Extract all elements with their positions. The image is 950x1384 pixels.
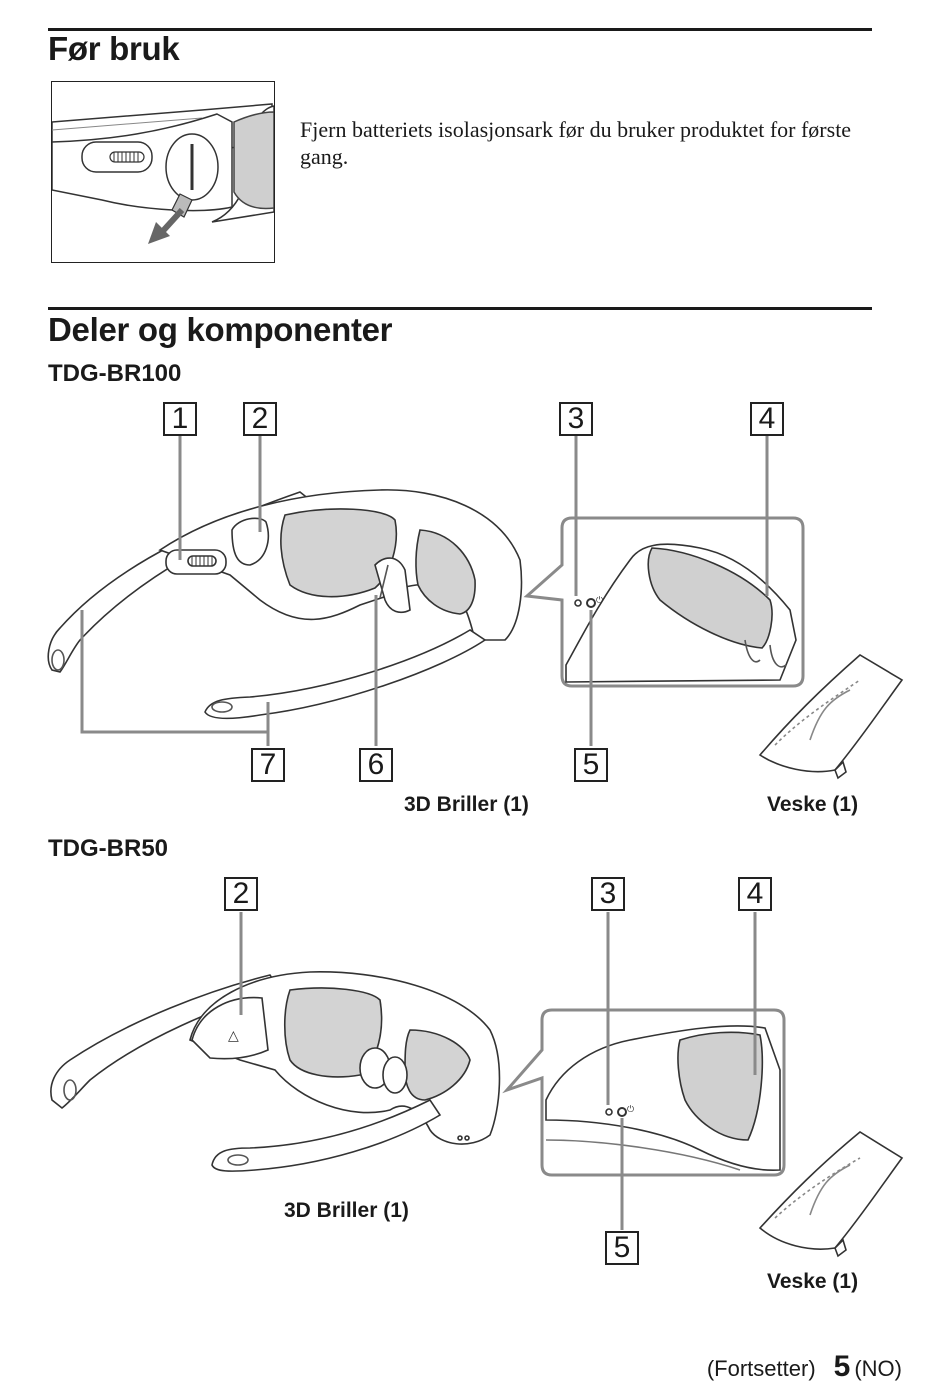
battery-sheet-illustration: [51, 81, 275, 263]
callout-2: 2: [243, 402, 277, 436]
glasses-caption-br50: 3D Briller (1): [284, 1199, 409, 1222]
callout-3-br50: 3: [591, 877, 625, 911]
top-rule: [48, 28, 872, 31]
language-code: (NO): [854, 1356, 902, 1381]
callout-6: 6: [359, 748, 393, 782]
power-button-icon-br50: ⏻: [627, 1104, 634, 1115]
callout-5-br50: 5: [605, 1231, 639, 1265]
callout-2-br50: 2: [224, 877, 258, 911]
callout-3: 3: [559, 402, 593, 436]
case-caption-br100: Veske (1): [767, 793, 859, 816]
callout-5: 5: [574, 748, 608, 782]
section-rule: [48, 307, 872, 310]
callout-4: 4: [750, 402, 784, 436]
glasses-caption-br100: 3D Briller (1): [404, 793, 529, 816]
continued-label: (Fortsetter): [706, 1356, 816, 1381]
callout-7: 7: [251, 748, 285, 782]
page-number: 5: [833, 1350, 851, 1383]
callout-4-br50: 4: [738, 877, 772, 911]
case-illustration-br100: [758, 654, 904, 780]
model-name-br50: TDG-BR50: [48, 835, 169, 862]
model-name-br100: TDG-BR100: [48, 360, 182, 387]
case-caption-br50: Veske (1): [767, 1270, 859, 1293]
callout-1: 1: [163, 402, 197, 436]
page-footer: (Fortsetter) 5(NO): [707, 1350, 902, 1384]
case-illustration-br50: [758, 1131, 904, 1258]
section-title-before-use: Før bruk: [48, 30, 180, 67]
section-title-parts: Deler og komponenter: [48, 311, 393, 348]
svg-text:△: △: [228, 1028, 239, 1044]
power-button-icon: ⏻: [596, 595, 603, 606]
battery-instruction-text: Fjern batteriets isolasjonsark før du br…: [300, 117, 852, 169]
